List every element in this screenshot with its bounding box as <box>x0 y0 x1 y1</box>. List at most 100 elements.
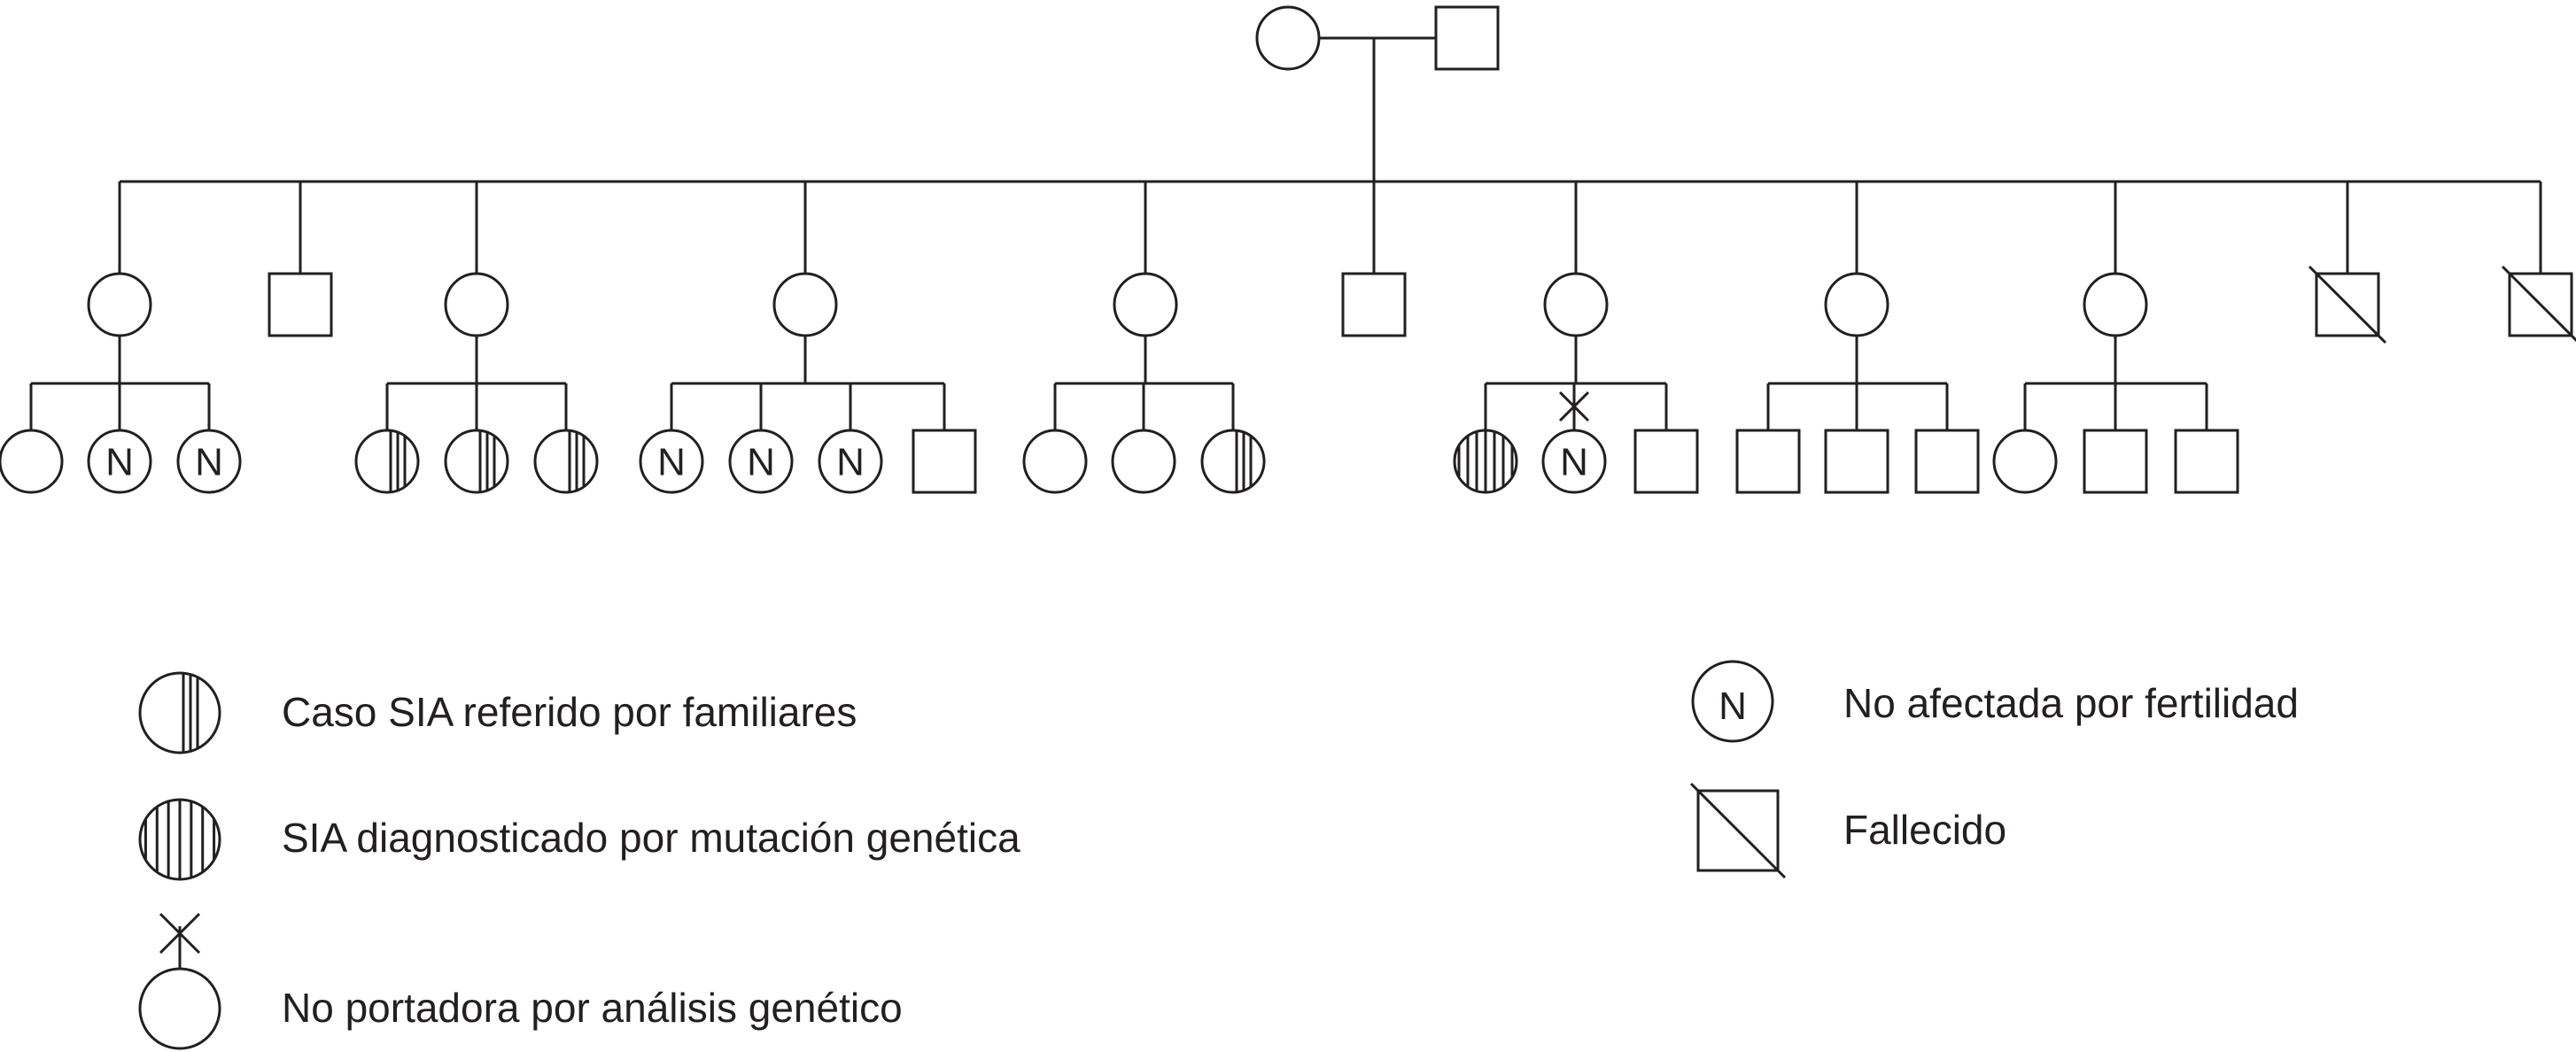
generation3-member <box>1022 429 1088 494</box>
female-circle <box>176 429 242 494</box>
n-letter: N <box>747 440 775 483</box>
legend-label-not-affected-fertility: No afectada por fertilidad <box>1843 680 2299 726</box>
generation2-member <box>87 272 152 337</box>
female-circle <box>444 429 509 494</box>
legend-symbol-genetic-mutation <box>138 798 221 881</box>
generation3-member: N <box>1541 429 1607 494</box>
male-square <box>268 272 333 337</box>
female-circle <box>1255 5 1321 71</box>
female-circle <box>87 272 152 337</box>
generation3-member <box>1111 429 1176 494</box>
female-circle <box>138 671 221 754</box>
generation3-member <box>354 429 420 494</box>
legend-label-reported-by-family: Caso SIA referido por familiares <box>282 689 857 735</box>
n-letter: N <box>657 440 686 483</box>
generation3-member <box>1914 429 1980 494</box>
male-square <box>1914 429 1980 494</box>
cross-stroke <box>1558 391 1590 422</box>
generation3-member <box>0 429 64 494</box>
generation2-member <box>1543 272 1609 337</box>
male-square <box>1824 429 1889 494</box>
deceased-slash <box>2501 265 2576 343</box>
legend-symbol-reported-by-family <box>138 671 221 754</box>
male-square <box>2083 429 2148 494</box>
generation3-member <box>2083 429 2148 494</box>
female-circle <box>728 429 794 494</box>
generation3-member <box>1735 429 1801 494</box>
legend-circle <box>138 798 221 881</box>
n-letter: N <box>836 440 865 483</box>
generation3-member <box>1992 429 2058 494</box>
generation2-member <box>1113 272 1178 337</box>
female-circle <box>533 429 599 494</box>
generation3-member <box>912 429 977 494</box>
legend-circle <box>138 967 221 1050</box>
legend: Caso SIA referido por familiares SIA dia… <box>138 660 2299 1050</box>
female-circle <box>1200 429 1266 494</box>
legend-square <box>1689 782 1787 879</box>
generation3-member: N <box>176 429 242 494</box>
female-circle <box>2083 272 2148 337</box>
female-circle <box>444 272 509 337</box>
noncarrier-cross <box>1558 391 1590 422</box>
generation3-member <box>1824 429 1889 494</box>
generation3-member <box>1453 429 1518 494</box>
female-circle <box>639 429 704 494</box>
generation2-member <box>444 272 509 337</box>
female-circle <box>354 429 420 494</box>
hatch-lines <box>144 800 216 879</box>
legend-label-genetic-mutation: SIA diagnosticado por mutación genética <box>282 815 1020 861</box>
generation2-member <box>268 272 333 337</box>
generation3-member <box>1633 429 1699 494</box>
deceased-slash <box>1689 782 1787 879</box>
female-circle <box>1543 272 1609 337</box>
hatch-lines <box>1457 430 1514 492</box>
female-circle <box>138 967 221 1050</box>
noncarrier-cross <box>159 912 201 955</box>
legend-symbol-not-affected-fertility: N <box>1691 660 1774 743</box>
female-circle <box>0 429 64 494</box>
founder-female <box>1255 5 1321 71</box>
generation2-member <box>2308 265 2387 344</box>
male-square <box>1633 429 1699 494</box>
n-letter: N <box>1560 440 1588 483</box>
female-circle <box>1022 429 1088 494</box>
male-square <box>912 429 977 494</box>
generation3-member: N <box>639 429 704 494</box>
female-circle <box>1691 660 1774 743</box>
hatch-lines <box>1235 430 1253 492</box>
n-letter: N <box>1719 685 1747 728</box>
hatch-lines <box>568 430 586 492</box>
legend-label-deceased: Fallecido <box>1843 807 2006 853</box>
male-square <box>2174 429 2239 494</box>
female-circle <box>1111 429 1176 494</box>
female-circle <box>818 429 883 494</box>
hatch-lines <box>389 430 407 492</box>
legend-circle: N <box>1691 660 1774 743</box>
generation3-member <box>2174 429 2239 494</box>
female-circle <box>1824 272 1889 337</box>
female-circle <box>1113 272 1178 337</box>
female-circle <box>87 429 152 494</box>
female-circle <box>772 272 838 337</box>
generation2-member <box>1341 272 1407 337</box>
generation2-member <box>1824 272 1889 337</box>
deceased-slash <box>2308 265 2387 344</box>
legend-symbol-deceased <box>1689 782 1787 879</box>
generation2-member <box>2501 265 2576 343</box>
generation3-member <box>1200 429 1266 494</box>
male-square <box>1434 5 1500 71</box>
generation3-member: N <box>87 429 152 494</box>
generation2-member <box>772 272 838 337</box>
cross-stroke <box>159 912 201 955</box>
founder-male <box>1434 5 1500 71</box>
generation3-member <box>533 429 599 494</box>
legend-label-noncarrier: No portadora por análisis genético <box>282 985 903 1031</box>
legend-symbol-noncarrier <box>138 912 221 1050</box>
generation2-member <box>2083 272 2148 337</box>
hatch-lines <box>182 673 199 753</box>
male-square <box>1341 272 1407 337</box>
legend-circle <box>138 671 221 754</box>
